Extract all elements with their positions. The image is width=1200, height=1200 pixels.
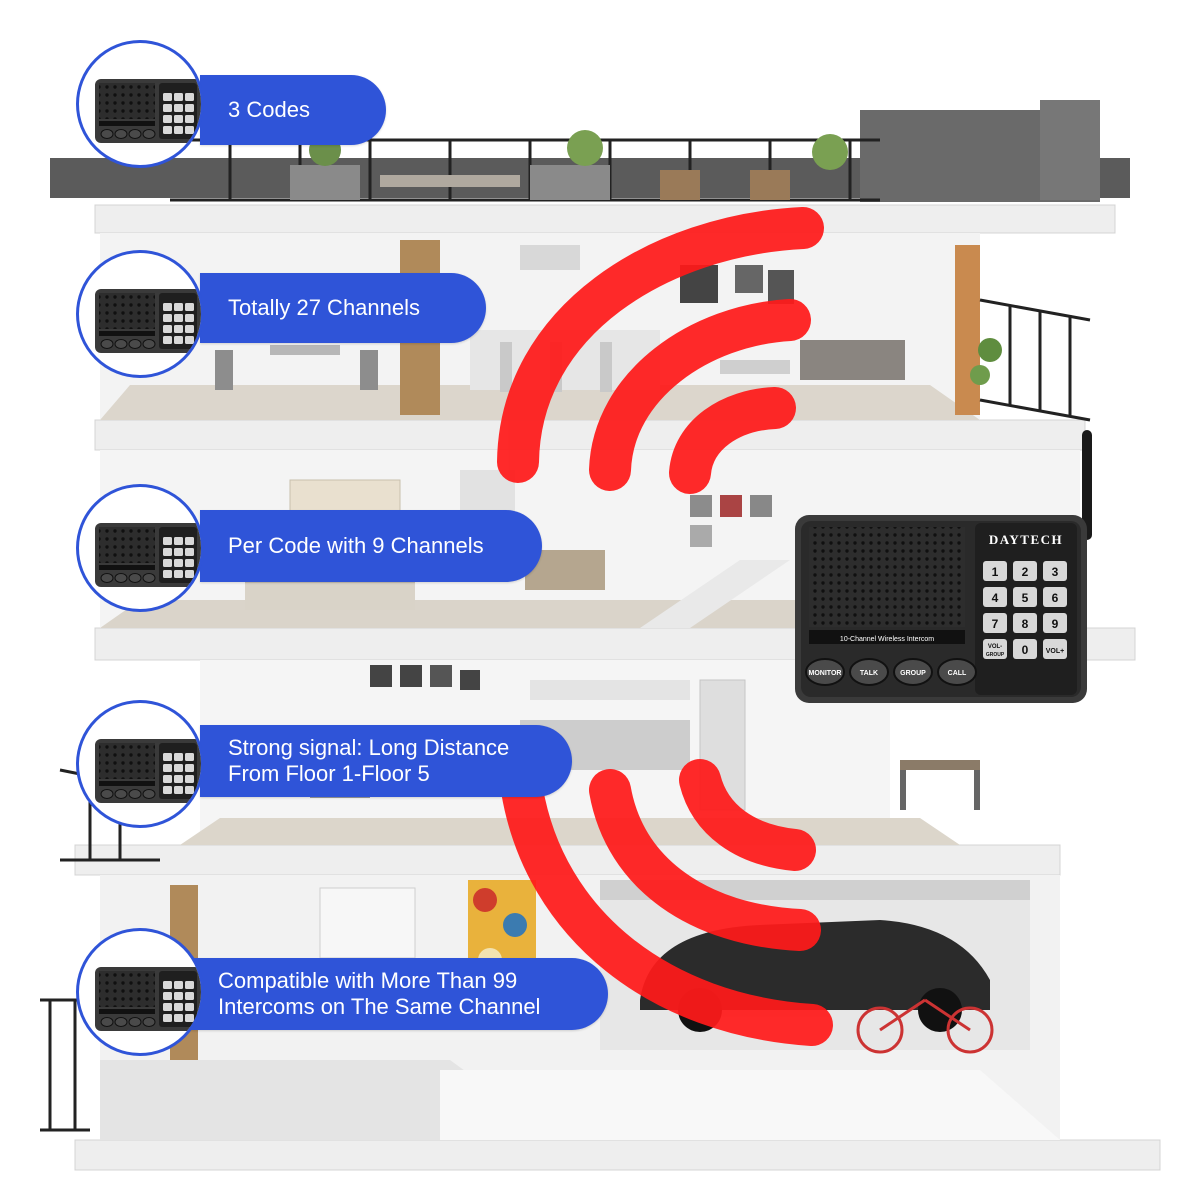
- feature-label-line: Compatible with More Than 99: [218, 968, 518, 993]
- mini-intercom-icon: [95, 487, 201, 587]
- function-button: CALL: [937, 658, 977, 686]
- signal-arc-upper-middle: [589, 299, 811, 491]
- intercom-thumbnail-1: [76, 40, 204, 168]
- signal-arc-upper-outer: [497, 207, 824, 483]
- roof-terrace: [50, 100, 1130, 202]
- signal-arc-lower-middle: [589, 769, 821, 951]
- keypad-key-label: 2: [1022, 565, 1029, 579]
- keypad-key-label: 1: [992, 565, 999, 579]
- keypad-key: 4: [983, 587, 1007, 607]
- function-button: GROUP: [893, 658, 933, 686]
- signal-waves-lower: [501, 759, 833, 1046]
- feature-label-line: 3 Codes: [228, 97, 310, 122]
- keypad-key-label: 8: [1022, 617, 1029, 631]
- keypad-key-label: 3: [1052, 565, 1059, 579]
- mini-intercom-icon: [95, 931, 201, 1031]
- feature-label-codes: 3 Codes: [200, 75, 386, 145]
- feature-label-line: Intercoms on The Same Channel: [218, 994, 541, 1019]
- intercom-device-large: 10-Channel Wireless Intercom DAYTECH 1 2 3…: [795, 430, 1092, 703]
- function-button-label: CALL: [948, 670, 967, 677]
- feature-label-line: Strong signal: Long Distance: [228, 735, 510, 760]
- vol-minus-sub-label: GROUP: [986, 652, 1005, 658]
- intercom-thumbnail-2: [76, 250, 204, 378]
- keypad-key: 5: [1013, 587, 1037, 607]
- feature-label-total-channels: Totally 27 Channels: [200, 273, 486, 343]
- keypad-key: 8: [1013, 613, 1037, 633]
- keypad-key-label: 0: [1022, 643, 1029, 657]
- keypad-key: 9: [1043, 613, 1067, 633]
- feature-label-per-code-channels: Per Code with 9 Channels: [200, 510, 542, 582]
- keypad-key: 6: [1043, 587, 1067, 607]
- vol-minus-key: VOL- GROUP: [983, 639, 1007, 659]
- keypad-key-label: 4: [992, 591, 999, 605]
- mini-intercom-icon: [95, 253, 201, 353]
- keypad-key: 3: [1043, 561, 1067, 581]
- signal-waves-upper: [497, 207, 824, 494]
- function-button: MONITOR: [805, 658, 845, 686]
- feature-label-line: Per Code with 9 Channels: [228, 533, 484, 558]
- intercom-thumbnail-3: [76, 484, 204, 612]
- panel-label: 10-Channel Wireless Intercom: [840, 636, 934, 643]
- vol-minus-label: VOL-: [988, 644, 1002, 650]
- function-button-label: GROUP: [900, 670, 926, 677]
- keypad-key: 1: [983, 561, 1007, 581]
- vol-plus-label: VOL+: [1046, 648, 1064, 655]
- keypad-key-label: 7: [992, 617, 999, 631]
- keypad-key-label: 5: [1022, 591, 1029, 605]
- signal-arc-lower-inner: [679, 759, 816, 871]
- keypad-key: 0: [1013, 639, 1037, 659]
- vol-plus-key: VOL+: [1043, 639, 1067, 659]
- function-button-label: MONITOR: [809, 670, 842, 677]
- function-buttons: MONITOR TALK GROUP CALL: [805, 658, 977, 686]
- signal-arc-upper-inner: [669, 387, 796, 494]
- speaker-grille: [809, 527, 965, 627]
- feature-label-line: From Floor 1-Floor 5: [228, 761, 430, 786]
- panel-label-plate: [809, 630, 965, 644]
- mini-intercom-icon: [95, 703, 201, 803]
- keypad-key-label: 6: [1052, 591, 1059, 605]
- mini-intercom-icon: [95, 43, 201, 143]
- function-button-label: TALK: [860, 670, 878, 677]
- feature-label-line: Totally 27 Channels: [228, 295, 421, 320]
- keypad-key: 7: [983, 613, 1007, 633]
- intercom-thumbnail-4: [76, 700, 204, 828]
- keypad-key: 2: [1013, 561, 1037, 581]
- keypad-key-label: 9: [1052, 617, 1059, 631]
- function-button: TALK: [849, 658, 889, 686]
- signal-arc-lower-outer: [501, 769, 833, 1046]
- brand-logo: DAYTECH: [989, 532, 1063, 547]
- intercom-thumbnail-5: [76, 928, 204, 1056]
